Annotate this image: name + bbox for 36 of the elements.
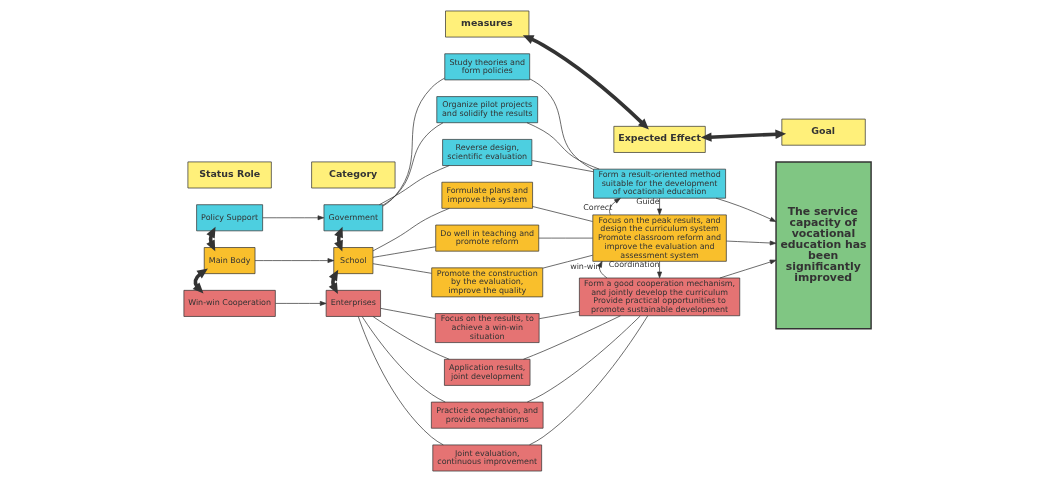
connector <box>381 77 445 207</box>
arrow <box>700 129 786 142</box>
connector <box>537 237 593 239</box>
arrow <box>719 259 776 279</box>
connector <box>382 122 443 206</box>
connector <box>531 160 594 173</box>
connector <box>372 246 436 258</box>
arrow <box>261 215 324 221</box>
connector <box>361 316 446 403</box>
connector <box>526 122 600 170</box>
connector <box>380 308 435 319</box>
connector <box>522 315 621 360</box>
node-box: Expected Effect <box>613 126 706 153</box>
arrow <box>254 258 334 263</box>
connector <box>528 315 648 446</box>
connector <box>538 311 579 320</box>
connector <box>357 316 444 446</box>
arrow <box>715 197 776 222</box>
connector <box>372 208 450 252</box>
arrow <box>608 197 621 216</box>
arrow <box>522 35 649 130</box>
node-box: measures <box>444 10 529 38</box>
node-box: The service capacity of vocational education has been significantly improved <box>774 161 872 330</box>
connector <box>531 206 593 222</box>
arrow <box>725 240 776 246</box>
arrow <box>656 261 662 279</box>
connector <box>378 165 450 206</box>
connector <box>529 78 594 170</box>
arrow <box>274 301 326 306</box>
arrow <box>596 261 607 279</box>
node-box: Status Role <box>187 161 272 189</box>
node-box: Goal <box>780 118 866 146</box>
connector <box>372 316 450 360</box>
connector <box>372 263 432 274</box>
node-box: Category <box>310 161 395 189</box>
connector <box>526 315 641 403</box>
